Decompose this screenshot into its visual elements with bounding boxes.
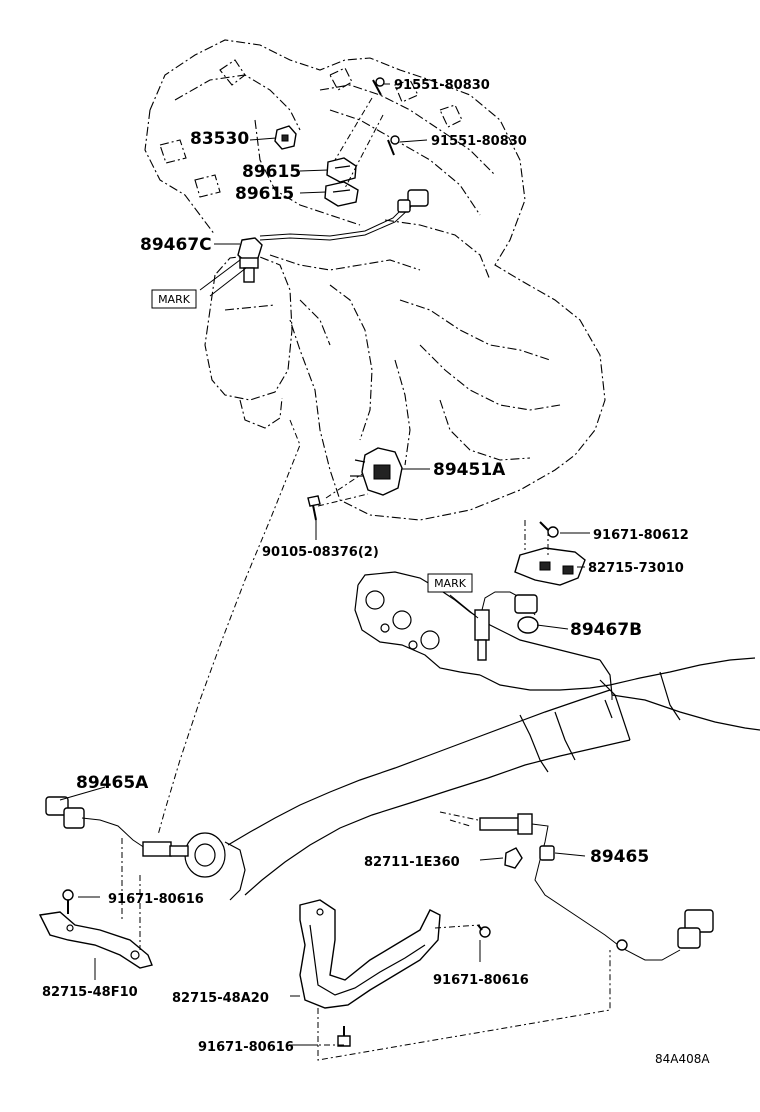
label-82715-73010: 82715-73010 bbox=[588, 561, 684, 576]
mark-box-lower: MARK bbox=[427, 573, 473, 593]
mark-label-lower: MARK bbox=[434, 577, 467, 590]
oxygen-sensor-89465a bbox=[45, 796, 189, 857]
bolt-91671-80616-mid bbox=[477, 924, 491, 938]
label-89615-upper: 89615 bbox=[242, 162, 301, 182]
mark-box-upper: MARK bbox=[151, 289, 197, 309]
clamp-89615-lower bbox=[324, 181, 359, 207]
label-89615-lower: 89615 bbox=[235, 184, 294, 204]
label-91671-80612: 91671-80612 bbox=[593, 528, 689, 543]
bracket-82715-48a20 bbox=[299, 899, 441, 1009]
engine-assembly-drawing bbox=[144, 39, 606, 521]
knock-sensor-89451a bbox=[350, 447, 403, 496]
bolt-91671-80612 bbox=[539, 521, 559, 538]
bolt-91551-lower bbox=[387, 135, 400, 156]
part-labels: 91551-80830 83530 91551-80830 89615 8961… bbox=[42, 78, 710, 1066]
bolt-91551-upper bbox=[372, 77, 385, 96]
label-89451a: 89451A bbox=[433, 460, 506, 480]
bolt-91671-80616-bottom bbox=[337, 1026, 351, 1047]
label-89465a: 89465A bbox=[76, 773, 149, 793]
bracket-82715-48f10 bbox=[38, 911, 153, 969]
label-91551-80830-upper: 91551-80830 bbox=[394, 78, 490, 93]
label-82715-48a20: 82715-48A20 bbox=[172, 991, 269, 1006]
label-83530: 83530 bbox=[190, 129, 249, 149]
label-82715-48f10: 82715-48F10 bbox=[42, 985, 138, 1000]
air-fuel-sensor-89467b bbox=[474, 591, 539, 661]
label-91671-80616-left: 91671-80616 bbox=[108, 892, 204, 907]
label-89467b: 89467B bbox=[570, 620, 642, 640]
label-89465: 89465 bbox=[590, 847, 649, 867]
label-91551-80830-lower: 91551-80830 bbox=[431, 134, 527, 149]
clip-82711-1e360 bbox=[504, 847, 523, 869]
label-90105-08376: 90105-08376(2) bbox=[262, 545, 379, 560]
bolt-91671-80616-left bbox=[62, 889, 74, 914]
label-89467c: 89467C bbox=[140, 235, 212, 255]
label-91671-80616-bottom: 91671-80616 bbox=[198, 1040, 294, 1055]
mark-label-upper: MARK bbox=[158, 293, 191, 306]
clamp-89615-upper bbox=[326, 157, 357, 183]
diagram-reference-code: 84A408A bbox=[655, 1052, 710, 1066]
label-91671-80616-mid: 91671-80616 bbox=[433, 973, 529, 988]
label-82711-1e360: 82711-1E360 bbox=[364, 855, 460, 870]
front-catalyst-drawing bbox=[204, 254, 293, 429]
oxygen-sensor-89465 bbox=[479, 813, 714, 961]
bracket-82715-73010 bbox=[514, 547, 586, 586]
leader-lines bbox=[59, 83, 590, 1046]
air-fuel-sensor-89467c bbox=[237, 189, 429, 283]
assembly-dashed-lines bbox=[121, 97, 613, 1061]
bolt-90105 bbox=[307, 495, 321, 521]
grommet-83530 bbox=[274, 125, 297, 150]
exhaust-manifold-drawing bbox=[354, 571, 613, 696]
exhaust-pipe-drawing bbox=[184, 657, 760, 901]
